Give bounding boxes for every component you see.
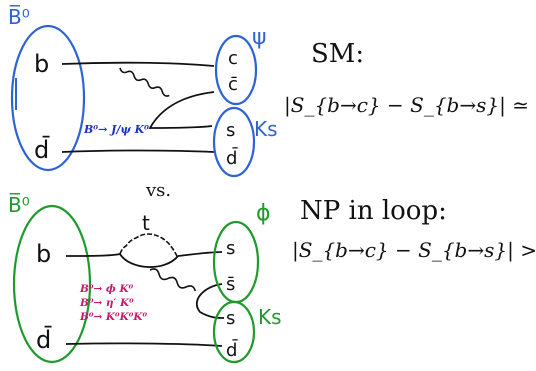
bottom-loop-label: t [142, 211, 150, 235]
top-quark-dbar: d̄ [34, 135, 50, 164]
bottom-phi-label: ϕ [256, 201, 271, 226]
vs-label: vs. [145, 180, 171, 201]
top-psi-q2: c̄ [228, 74, 238, 95]
top-ks-q2: d̄ [226, 147, 238, 169]
top-ks-q1: s [226, 120, 235, 141]
top-quark-b: b [34, 50, 49, 78]
bottom-phi-q1: s [226, 238, 235, 259]
sm-relation: |S_{b→c} − S_{b→s}| ≃ 0 [284, 93, 536, 118]
bottom-b-line [65, 253, 121, 257]
top-b-line [61, 61, 215, 67]
top-psi-blob [214, 34, 258, 106]
bottom-meson-blob [12, 204, 92, 364]
bottom-process-3: B⁰→ K⁰K⁰K⁰ [79, 311, 148, 323]
bottom-quark-dbar: d̄ [36, 325, 52, 354]
top-s-line [148, 91, 215, 129]
bottom-ks-blob [212, 300, 256, 364]
bottom-s-line [195, 283, 225, 319]
bottom-phi-blob [212, 220, 260, 304]
bottom-ks-q1: s [226, 308, 235, 329]
top-ks-blob [212, 106, 256, 178]
top-meson-label: B̅⁰ [8, 4, 30, 29]
top-d-line [61, 149, 215, 153]
bottom-loop-bottom [119, 253, 179, 268]
bottom-loop-exit [177, 251, 223, 257]
top-w-boson [119, 67, 170, 97]
top-diagram: B̅⁰ b d̄ c c̄ ψ s d̄ Ks B⁰→ J/ψ K⁰ [8, 4, 278, 178]
bottom-quark-b: b [36, 240, 51, 268]
top-process-label: B⁰→ J/ψ K⁰ [83, 123, 149, 136]
top-meson-blob [10, 24, 86, 172]
bottom-ks-q2: d̄ [226, 339, 238, 361]
bottom-ks-label: Ks [258, 305, 282, 329]
bottom-phi-q2: s̄ [226, 274, 235, 295]
top-psi-label: ψ [252, 25, 267, 50]
top-ks-label: Ks [254, 117, 278, 141]
bottom-meson-label: B̅⁰ [8, 192, 30, 217]
bottom-gluon [149, 268, 197, 292]
bottom-process-2: B⁰→ η′ K⁰ [79, 297, 134, 309]
top-psi-q1: c [228, 48, 238, 69]
np-heading: NP in loop: [300, 196, 447, 226]
bottom-diagram: B̅⁰ b d̄ t s s̄ ϕ s d̄ Ks B⁰→ ϕ K⁰ B⁰→ η… [8, 192, 282, 364]
bottom-process-1: B⁰→ ϕ K⁰ [79, 283, 134, 295]
sm-heading: SM: [311, 39, 364, 69]
bottom-d-line [65, 342, 223, 347]
bottom-top-loop [119, 233, 179, 259]
np-relation: |S_{b→c} − S_{b→s}| > 0 [292, 238, 536, 263]
